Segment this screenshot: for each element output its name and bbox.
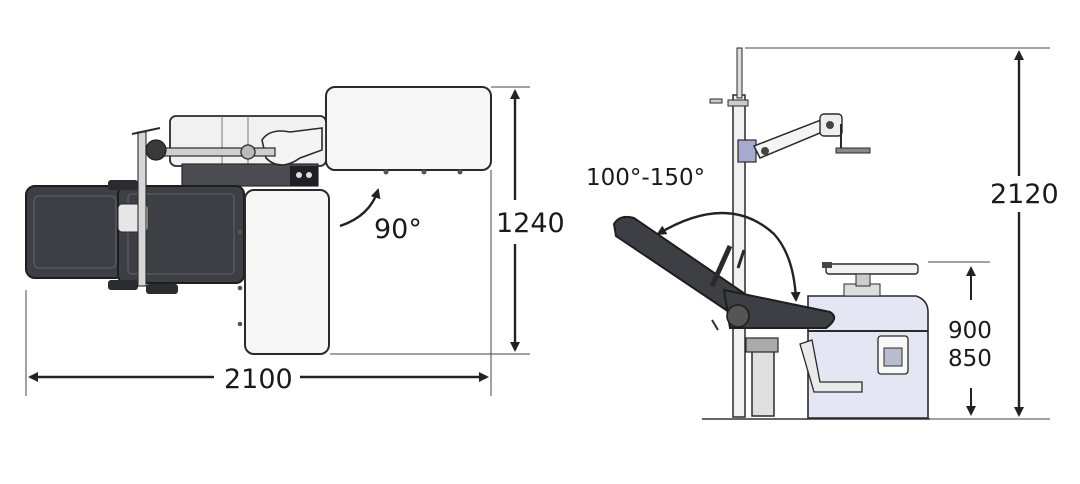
- depth-dimension: 1240: [330, 86, 565, 355]
- instrument-table-top-view: [325, 86, 492, 171]
- column-side-view: [709, 47, 749, 418]
- table-height-max-label: 900: [948, 318, 992, 344]
- rotation-arrow: [339, 188, 381, 228]
- rotation-label: 90°: [374, 214, 422, 245]
- top-view: 90° 2100 1240: [25, 86, 565, 396]
- depth-dimension-label: 1240: [496, 208, 565, 239]
- instrument-arm: [737, 113, 871, 163]
- table-height-min-label: 850: [948, 346, 992, 372]
- table-top-side-view: [822, 262, 919, 287]
- table-height-dimension: 900 850: [928, 261, 992, 416]
- reclining-chair-side-view: [612, 215, 836, 331]
- chair-base-side-view: [745, 337, 863, 417]
- central-column-top-view: [149, 115, 327, 187]
- total-height-dimension: 2120: [745, 47, 1059, 420]
- width-dimension: 2100: [25, 170, 492, 396]
- patient-chair-top-view: [25, 127, 245, 294]
- total-height-label: 2120: [990, 179, 1059, 210]
- backrest-angle-label: 100°-150°: [586, 165, 705, 191]
- rotated-table-top-view: [244, 189, 330, 355]
- backrest-angle-arrow: [656, 211, 801, 302]
- side-view: 100°-150° 2120 900 850: [586, 47, 1059, 420]
- width-dimension-label: 2100: [224, 364, 293, 395]
- cabinet-side-view: [807, 283, 929, 419]
